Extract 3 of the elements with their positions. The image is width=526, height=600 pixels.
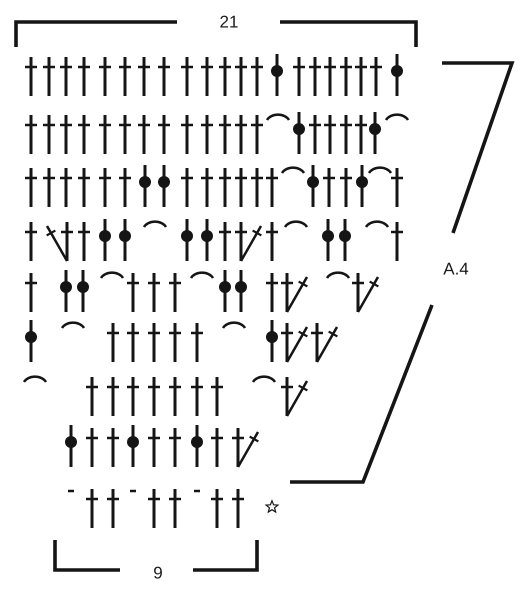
stitch-count-label: 21 bbox=[220, 14, 238, 30]
stitch-count-label: 9 bbox=[153, 564, 163, 582]
chart-name-label: A.4 bbox=[443, 260, 469, 278]
